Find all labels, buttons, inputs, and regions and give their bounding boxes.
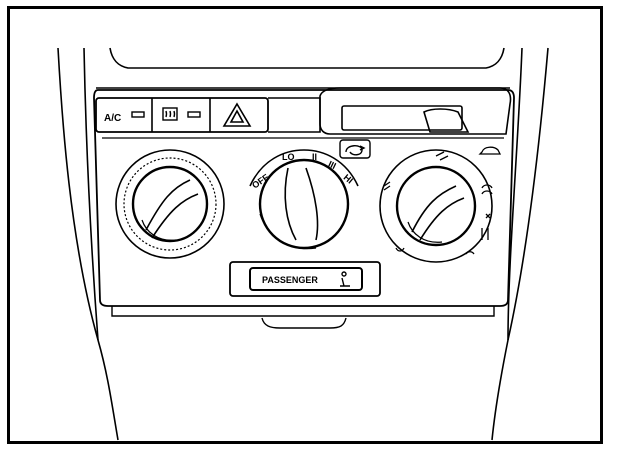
ac-button[interactable]: A/C [104, 111, 145, 124]
rear-defrost-button[interactable] [162, 107, 201, 121]
recirculation-icon [345, 145, 366, 156]
fan-speed-label-3: III [327, 159, 338, 171]
passenger-seat-icon [340, 271, 350, 287]
ac-indicator-light [131, 111, 145, 118]
fan-speed-labels: OFF LO II III HI [250, 152, 355, 191]
passenger-airbag-indicator: PASSENGER [229, 261, 381, 297]
mode-floor-icon [465, 251, 475, 255]
defrost-icon [481, 228, 489, 240]
control-panel-body [93, 89, 515, 329]
fan-speed-knob[interactable] [249, 149, 359, 250]
ac-label: A/C [104, 113, 121, 124]
fan-speed-label-2: II [312, 152, 317, 162]
air-mode-icons [383, 151, 493, 255]
fresh-air-indicator [478, 146, 502, 155]
mode-face-icon [383, 181, 391, 191]
temperature-scale [123, 157, 217, 251]
mode-feet-icon [481, 184, 493, 195]
air-mode-knob[interactable] [379, 149, 493, 263]
temperature-knob[interactable] [115, 149, 225, 259]
passenger-label: PASSENGER [262, 275, 318, 285]
mode-feet-defrost-icon [485, 213, 491, 219]
diagram-frame [7, 6, 603, 444]
mode-bilevel-icon [395, 247, 405, 252]
rear-defrost-icon [162, 107, 178, 121]
top-right-housing [268, 87, 512, 135]
hazard-triangle-icon [222, 102, 252, 127]
fan-speed-label-lo: LO [282, 152, 295, 162]
recirculation-button[interactable] [339, 139, 371, 159]
fan-speed-label-off: OFF [250, 172, 271, 191]
button-strip [95, 97, 269, 133]
rear-defrost-indicator-light [187, 111, 201, 118]
hazard-button[interactable] [222, 102, 252, 127]
dashboard-outline [57, 47, 549, 441]
mode-face-feet-icon [435, 151, 449, 161]
